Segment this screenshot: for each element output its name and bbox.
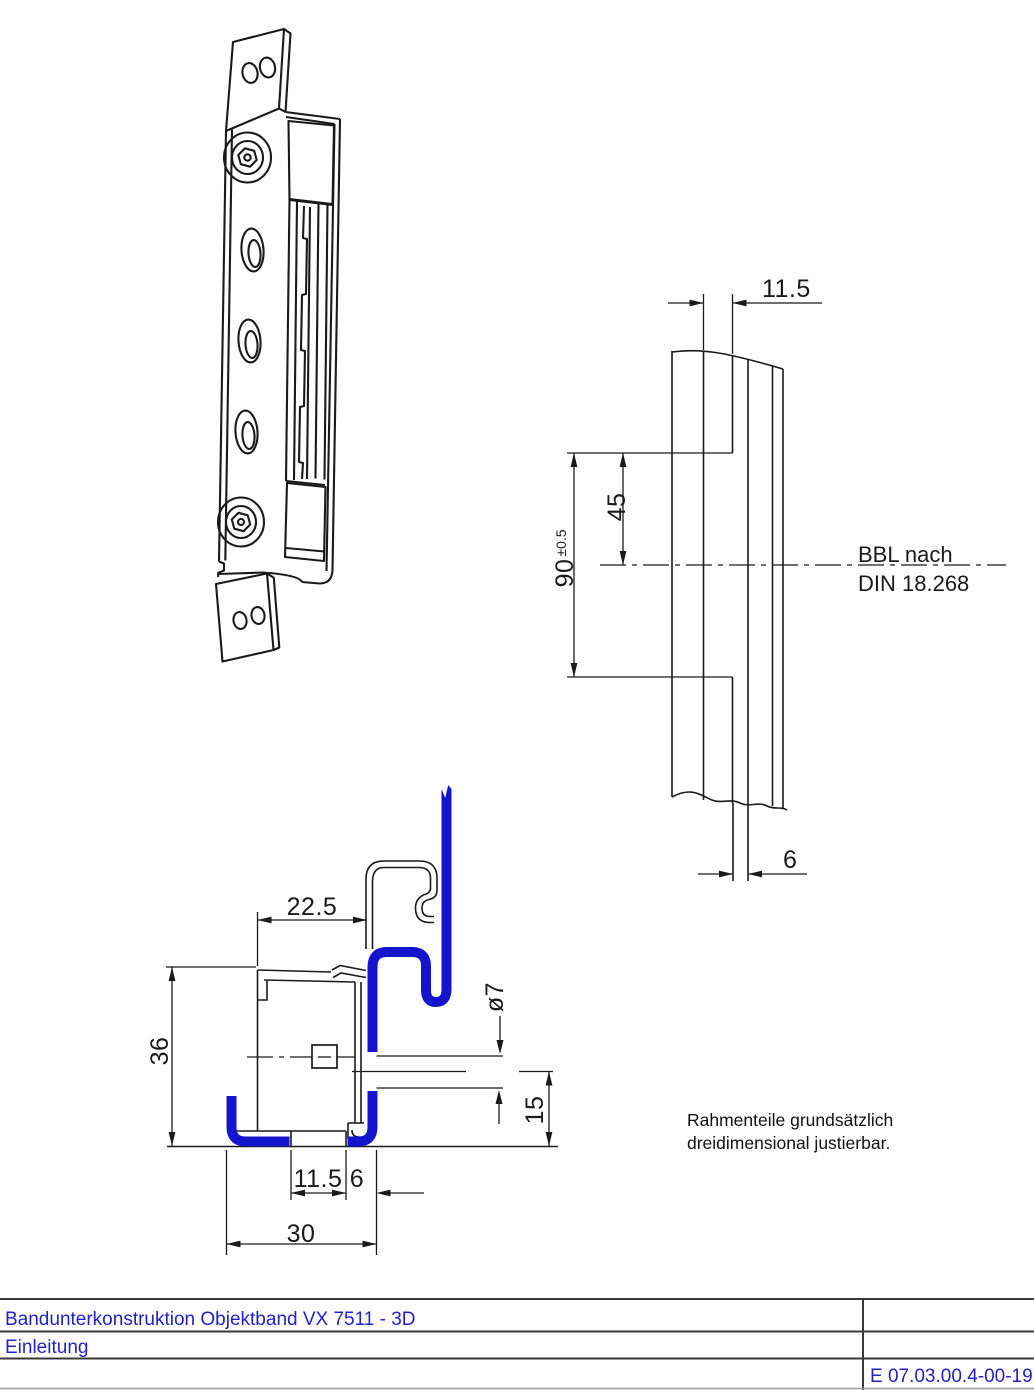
- top-tab-hole: [241, 62, 259, 84]
- socket-screw-top: [222, 131, 273, 184]
- dim-22-5-label: 22.5: [287, 893, 338, 921]
- bar-top-edge: [285, 110, 341, 121]
- dim-11-5-top-label: 11.5: [762, 275, 811, 303]
- dim-90: 90 ±0.5: [551, 453, 579, 677]
- break-line: [671, 791, 788, 811]
- gasket-hook-outline: [365, 860, 438, 949]
- dim-6-section-label: 6: [350, 1165, 364, 1193]
- socket-screw-bottom: [216, 496, 266, 548]
- blue-hook-and-upright: [347, 1091, 378, 1147]
- blue-break-jag: [441, 785, 452, 804]
- title-block: Bandunterkonstruktion Objektband VX 7511…: [0, 1298, 1034, 1390]
- note-line2: dreidimensional justierbar.: [687, 1133, 890, 1153]
- dim-15: 15: [521, 1071, 553, 1146]
- bbl-reference-line1: BBL nach: [858, 542, 953, 567]
- dim-11-5-top: 11.5: [668, 275, 822, 354]
- side-profile-view: 11.5 90 ±0.5 45 6 BBL nach DIN 18.268: [551, 275, 1006, 881]
- upper-block: [287, 119, 336, 207]
- dim-36-label: 36: [146, 1037, 174, 1066]
- dim-45: 45: [603, 453, 631, 565]
- dim-6-right-view: 6: [698, 846, 807, 878]
- slot-hole: [237, 318, 262, 364]
- dim-36: 36: [146, 966, 256, 1146]
- dim-45-label: 45: [603, 493, 631, 522]
- dim-22-5: 22.5: [256, 893, 367, 966]
- blue-bottom-channel: [226, 1096, 290, 1147]
- hole-lines: [352, 1055, 553, 1089]
- dim-30-label: 30: [287, 1220, 316, 1248]
- dim-6-section: 6: [350, 1150, 424, 1255]
- frame-profile-outline: [236, 964, 367, 1146]
- slot-hole: [240, 227, 265, 273]
- dim-30: 30: [225, 1150, 377, 1255]
- document-title: Bandunterkonstruktion Objektband VX 7511…: [5, 1309, 416, 1330]
- bar-left-edge: [217, 130, 228, 562]
- dim-15-label: 15: [521, 1096, 549, 1125]
- note-text: Rahmenteile grundsätzlich dreidimensiona…: [687, 1110, 893, 1153]
- slot-hole: [234, 409, 259, 455]
- dim-dia7-label: ø7: [481, 982, 509, 1012]
- strike-channel: [284, 197, 333, 487]
- dim-6-label: 6: [783, 846, 797, 874]
- dim-90-tolerance: ±0.5: [553, 529, 569, 556]
- top-tab-hole: [258, 56, 277, 79]
- dim-11-5-opening: 11.5: [290, 1150, 347, 1200]
- dim-dia7: ø7: [481, 982, 509, 1124]
- isometric-view: [214, 27, 342, 663]
- bbl-reference-line2: DIN 18.268: [858, 571, 969, 596]
- bottom-tab-hole: [232, 611, 248, 630]
- dim-11-5-opening-label: 11.5: [294, 1165, 343, 1193]
- blue-subconstruction-profile: [226, 785, 452, 1147]
- document-number: E 07.03.00.4-00-19: [870, 1366, 1033, 1387]
- document-section: Einleitung: [5, 1337, 88, 1358]
- cross-section-view: 22.5 36 ø7 15: [146, 785, 558, 1255]
- dim-90-label: 90: [551, 559, 579, 588]
- lower-block: [283, 481, 327, 563]
- bottom-tab-hole: [250, 606, 266, 625]
- bar-right-edge: [301, 118, 342, 585]
- note-line1: Rahmenteile grundsätzlich: [687, 1110, 893, 1130]
